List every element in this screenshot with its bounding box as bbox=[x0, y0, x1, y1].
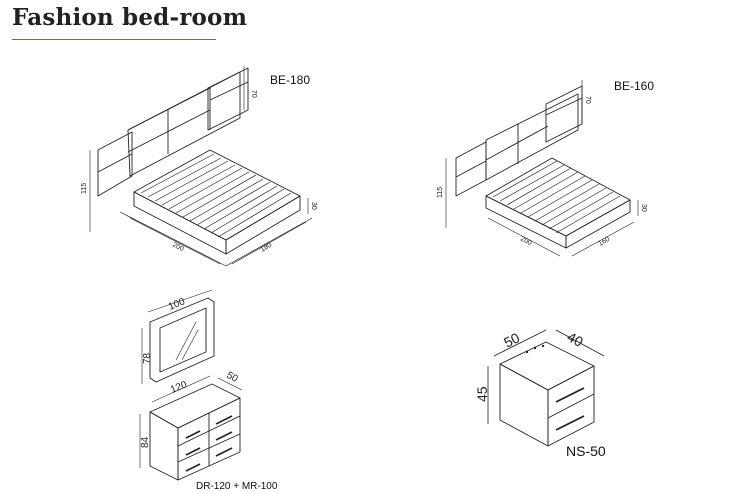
mirror-glass bbox=[159, 307, 207, 373]
bed-160-side-panel bbox=[455, 141, 487, 197]
bed-180-headboard-panel bbox=[127, 71, 241, 177]
mirror-width: 100 bbox=[167, 296, 187, 313]
dresser-height: 84 bbox=[140, 436, 151, 448]
bed-160-headboard-height: 70 bbox=[584, 96, 591, 104]
bed-180-side-panel bbox=[97, 131, 133, 197]
bed-160-drawing bbox=[445, 80, 639, 257]
nightstand-front bbox=[547, 365, 595, 447]
dresser-drawing bbox=[139, 375, 243, 481]
bed-160-code: BE-160 bbox=[614, 79, 654, 93]
dresser-depth: 50 bbox=[225, 370, 240, 385]
nightstand-height: 45 bbox=[474, 386, 490, 402]
bed-180-frame-height: 30 bbox=[310, 202, 317, 210]
bed-180-drawing bbox=[89, 66, 313, 267]
nightstand-side bbox=[499, 363, 549, 447]
bed-180-frame-top bbox=[133, 149, 301, 241]
nightstand-code: NS-50 bbox=[566, 443, 606, 459]
bed-180-code: BE-180 bbox=[270, 73, 310, 87]
dresser-top bbox=[149, 383, 241, 429]
bed-160-frame-side bbox=[565, 199, 631, 249]
bed-180-headboard-right-panel bbox=[207, 67, 249, 131]
page-title: Fashion bed-room bbox=[12, 4, 248, 31]
nightstand-depth: 40 bbox=[565, 329, 586, 351]
mirror-height: 78 bbox=[142, 352, 153, 364]
bed-180-slats bbox=[140, 153, 292, 238]
dresser-mirror-code: DR-120 + MR-100 bbox=[196, 481, 278, 492]
mirror-frame bbox=[149, 297, 215, 383]
bed-180-headboard-height: 70 bbox=[250, 90, 257, 98]
bed-180-length: 200 bbox=[171, 242, 185, 254]
bed-160-length: 200 bbox=[519, 236, 533, 248]
title-underline bbox=[12, 39, 216, 40]
dresser-width: 120 bbox=[169, 379, 189, 396]
bed-180-total-height: 115 bbox=[81, 183, 88, 194]
nightstand-drawing bbox=[487, 329, 605, 447]
dresser-front bbox=[177, 397, 241, 481]
dresser-side bbox=[149, 411, 179, 481]
bed-160-total-height: 115 bbox=[437, 187, 444, 198]
bed-160-frame-height: 30 bbox=[640, 204, 647, 212]
bed-180-frame-side bbox=[225, 195, 301, 255]
nightstand-top bbox=[499, 341, 595, 391]
mirror-drawing bbox=[141, 289, 215, 384]
bed-160-width: 160 bbox=[598, 236, 612, 248]
nightstand-width: 50 bbox=[501, 329, 522, 350]
bed-160-slats bbox=[492, 160, 621, 234]
bed-180-width: 180 bbox=[260, 242, 274, 254]
